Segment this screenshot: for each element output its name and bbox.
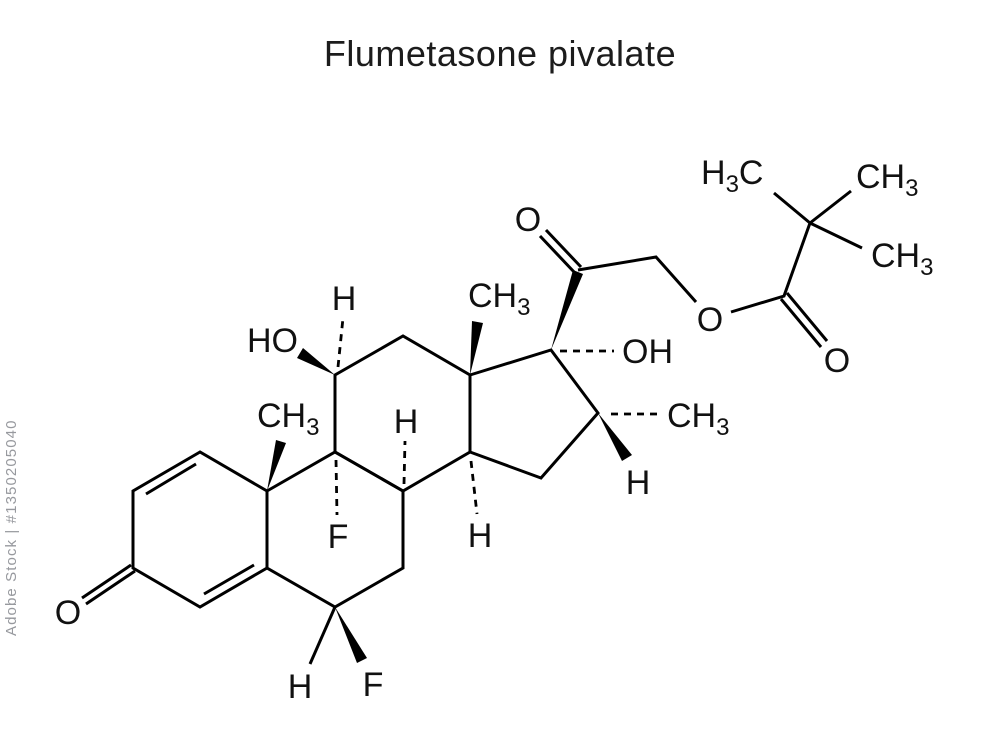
hydroxyl-label-c17: OH [622,333,673,371]
h-label-c14: H [468,517,493,555]
tbutyl-methyl-label-right: CH3 [871,237,933,281]
h-label-c11: H [332,280,357,318]
oxygen-label-c20: O [515,201,541,239]
wedge-bond-c10-methyl [267,440,286,491]
fluorine-label-c6: F [363,666,384,704]
wedge-bond-c6-fluorine [335,607,367,663]
bond-c6-h [308,606,337,665]
methyl-label-c10: CH3 [257,397,319,441]
h-label-c16: H [626,464,651,502]
wedge-bond-c17-c20 [551,270,583,350]
double-bond-ester-oxygen [779,292,829,348]
wedge-bond-c11-hydroxyl [297,348,335,375]
dashed-bond-c11-h [336,317,345,368]
dashed-bond-c9-fluorine [334,459,339,516]
hydroxyl-label-c11: HO [247,322,298,360]
fluorine-label-c9: F [328,518,349,556]
wedge-bond-c13-methyl [470,321,483,375]
oxygen-label-c3: O [55,594,81,632]
side-chain-bonds [577,189,863,314]
wedge-bond-c16-h [598,413,632,461]
ring-d-bonds [468,348,600,480]
page-title: Flumetasone pivalate [323,33,677,74]
h-label-c8: H [394,403,419,441]
double-bond-c3-oxygen [81,563,136,606]
carbonyl-oxygen-label: O [824,342,850,380]
dashed-bond-c14-h [469,460,479,515]
methyl-label-c13: CH3 [468,277,530,321]
tbutyl-methyl-label-top: CH3 [856,158,918,202]
tbutyl-methyl-label-left: H3C [701,154,763,198]
double-bond-c20-oxygen [538,228,583,275]
methyl-label-c16: CH3 [667,397,729,441]
ester-oxygen-label: O [697,301,723,339]
h-label-c6: H [288,668,313,706]
double-bond-ring-a-lines [145,462,255,596]
dashed-bond-c8-h [402,440,407,485]
ring-a-bonds [131,450,269,609]
